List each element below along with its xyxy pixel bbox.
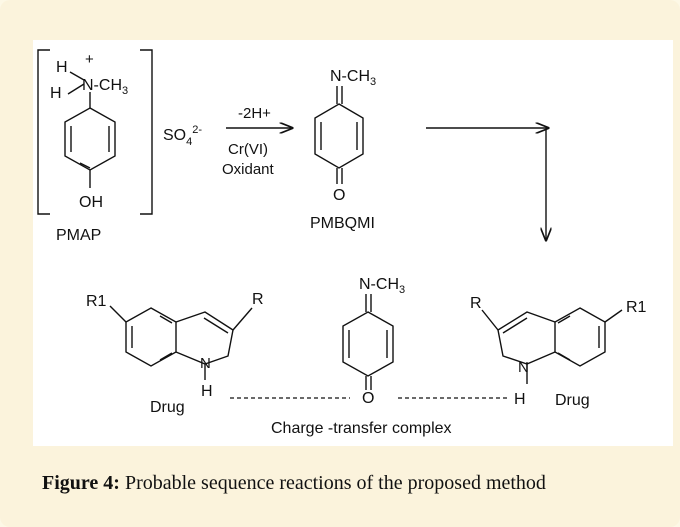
left-pyrrole-ring — [175, 311, 234, 365]
pmap-ring-inner — [70, 126, 110, 169]
pmbqmi-oxygen: O — [333, 187, 345, 204]
condition-oxidant: Oxidant — [222, 161, 275, 178]
right-drug-r1: R1 — [626, 299, 647, 316]
right-r-bond — [481, 309, 499, 331]
left-r-bond — [232, 307, 253, 331]
sulfate-label: SO42- — [163, 124, 202, 148]
right-benzene-inner — [557, 315, 600, 361]
right-drug-r: R — [470, 295, 482, 312]
left-benzene-inner — [131, 315, 173, 361]
pmap-ring — [64, 107, 116, 171]
pmap-h-top: H — [56, 59, 68, 76]
right-benzene-ring — [554, 307, 606, 367]
right-drug-name: Drug — [555, 392, 590, 409]
complex-carbonyl — [365, 376, 372, 390]
right-drug-n: N — [518, 359, 529, 376]
left-benzene-ring — [125, 307, 177, 367]
right-bracket — [140, 49, 153, 215]
right-pyrrole-double — [502, 317, 528, 334]
left-drug-n: N — [200, 355, 211, 372]
right-pyrrole-ring — [497, 311, 556, 365]
pmbqmi-carbonyl — [336, 168, 343, 184]
complex-label: Charge -transfer complex — [271, 420, 452, 437]
n-h-bonds — [67, 71, 85, 95]
figure-caption-text: Probable sequence reactions of the propo… — [119, 472, 546, 494]
right-r1-bond — [604, 309, 623, 323]
complex-ring — [342, 311, 394, 377]
left-drug-h: H — [201, 383, 213, 400]
left-drug-r: R — [252, 291, 264, 308]
left-pyrrole-double — [203, 317, 229, 334]
figure-caption-label: Figure 4: — [42, 472, 120, 494]
pmap-name: PMAP — [56, 227, 101, 244]
complex-n-methyl: N-CH3 — [359, 276, 405, 296]
complex-oxygen: O — [362, 390, 374, 407]
pmap-oh: OH — [79, 194, 103, 211]
left-r1-bond — [109, 305, 127, 323]
pmap-n-methyl: N-CH3 — [82, 77, 128, 97]
figure-caption: Figure 4: Probable sequence reactions of… — [42, 472, 678, 495]
pmap-charge: + — [85, 51, 94, 68]
pmbqmi-imine-bond — [336, 86, 343, 104]
right-drug-h: H — [514, 391, 526, 408]
left-drug-name: Drug — [150, 399, 185, 416]
pmbqmi-n-methyl: N-CH3 — [330, 68, 376, 88]
scheme-panel — [33, 40, 673, 446]
complex-ring-inner — [348, 330, 388, 358]
pmbqmi-name: PMBQMI — [310, 215, 375, 232]
complex-imine-bond — [365, 294, 372, 312]
left-bracket — [37, 49, 50, 215]
pmbqmi-ring-inner — [320, 122, 358, 150]
condition-chromium: Cr(VI) — [228, 141, 268, 158]
condition-deprotonation: -2H+ — [238, 105, 271, 122]
pmbqmi-ring — [314, 103, 364, 169]
pmap-h-left: H — [50, 85, 62, 102]
left-drug-r1: R1 — [86, 293, 107, 310]
